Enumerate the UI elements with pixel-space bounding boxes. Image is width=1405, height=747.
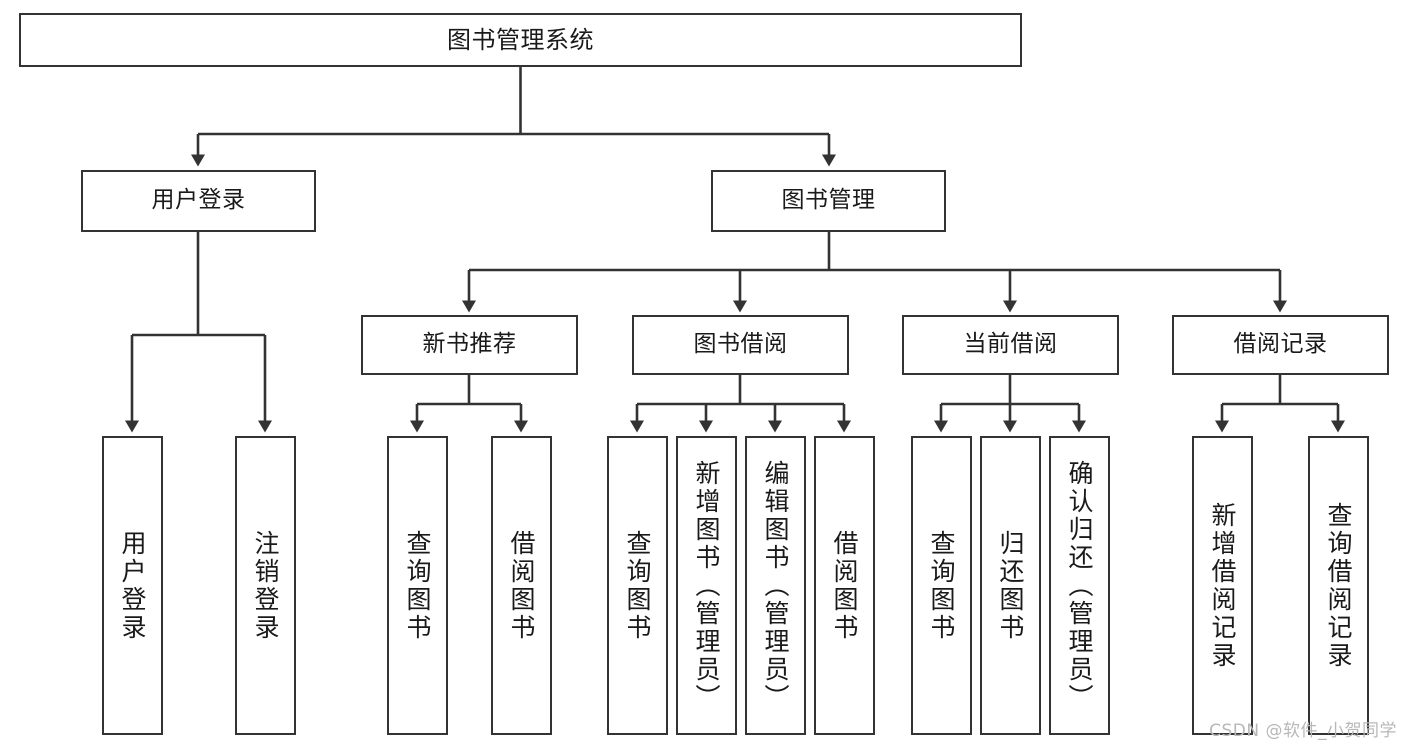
node-leaf-logout-label: 注销登录 <box>251 529 280 642</box>
node-leaf-borrow-book-1[interactable]: 借阅图书 <box>491 436 552 735</box>
node-leaf-user-login[interactable]: 用户登录 <box>102 436 163 735</box>
node-current-borrow-label: 当前借阅 <box>963 331 1058 358</box>
node-leaf-query-record[interactable]: 查询借阅记录 <box>1308 436 1369 735</box>
node-leaf-confirm-return[interactable]: 确认归还（管理员） <box>1049 436 1110 735</box>
node-leaf-return-book[interactable]: 归还图书 <box>980 436 1041 735</box>
node-root[interactable]: 图书管理系统 <box>19 13 1022 67</box>
node-leaf-edit-book-label: 编辑图书（管理员） <box>761 459 790 712</box>
node-leaf-query-book-1-label: 查询图书 <box>403 529 432 642</box>
node-leaf-logout[interactable]: 注销登录 <box>235 436 296 735</box>
node-leaf-add-record-label: 新增借阅记录 <box>1208 501 1237 670</box>
node-borrow-record[interactable]: 借阅记录 <box>1172 315 1389 375</box>
node-book-borrow-label: 图书借阅 <box>693 331 788 358</box>
node-leaf-confirm-return-label: 确认归还（管理员） <box>1065 459 1094 712</box>
node-book-borrow[interactable]: 图书借阅 <box>632 315 849 375</box>
node-leaf-add-book-label: 新增图书（管理员） <box>692 459 721 712</box>
node-book-manage-label: 图书管理 <box>781 187 876 214</box>
node-user-login[interactable]: 用户登录 <box>81 170 316 232</box>
node-root-label: 图书管理系统 <box>447 25 594 54</box>
watermark: CSDN @软件_小贺同学 <box>1209 721 1397 741</box>
node-user-login-label: 用户登录 <box>151 187 246 214</box>
node-leaf-query-book-1[interactable]: 查询图书 <box>387 436 448 735</box>
node-borrow-record-label: 借阅记录 <box>1233 331 1328 358</box>
node-new-book-rec-label: 新书推荐 <box>422 331 517 358</box>
node-leaf-return-book-label: 归还图书 <box>996 529 1025 642</box>
node-leaf-borrow-book-2[interactable]: 借阅图书 <box>814 436 875 735</box>
node-new-book-rec[interactable]: 新书推荐 <box>361 315 578 375</box>
node-leaf-add-record[interactable]: 新增借阅记录 <box>1192 436 1253 735</box>
node-leaf-query-book-2-label: 查询图书 <box>623 529 652 642</box>
node-leaf-query-book-3-label: 查询图书 <box>927 529 956 642</box>
node-leaf-query-book-2[interactable]: 查询图书 <box>607 436 668 735</box>
node-current-borrow[interactable]: 当前借阅 <box>902 315 1119 375</box>
node-leaf-edit-book[interactable]: 编辑图书（管理员） <box>745 436 806 735</box>
node-leaf-user-login-label: 用户登录 <box>118 529 147 642</box>
node-leaf-query-book-3[interactable]: 查询图书 <box>911 436 972 735</box>
node-leaf-query-record-label: 查询借阅记录 <box>1324 501 1353 670</box>
node-leaf-add-book[interactable]: 新增图书（管理员） <box>676 436 737 735</box>
node-book-manage[interactable]: 图书管理 <box>711 170 946 232</box>
node-leaf-borrow-book-2-label: 借阅图书 <box>830 529 859 642</box>
node-leaf-borrow-book-1-label: 借阅图书 <box>507 529 536 642</box>
